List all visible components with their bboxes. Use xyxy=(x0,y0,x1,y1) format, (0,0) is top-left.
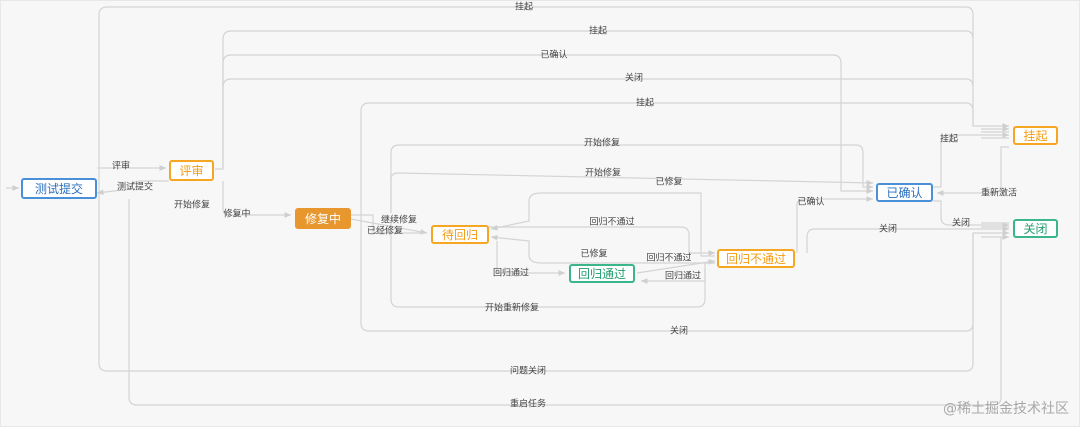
edge-label: 已经修复 xyxy=(366,226,404,237)
edge-label: 挂起 xyxy=(939,134,959,145)
edge-label: 回归通过 xyxy=(492,268,530,279)
node-regression-fail[interactable]: 回归不通过 xyxy=(717,249,795,268)
edge-label: 开始修复 xyxy=(173,200,211,211)
edge-label: 关闭 xyxy=(878,224,898,235)
edge-label: 已确认 xyxy=(797,197,825,208)
edge-label: 挂起 xyxy=(588,26,608,37)
edge-label: 修复中 xyxy=(223,209,251,220)
edge-label: 回归通过 xyxy=(664,271,702,282)
edge-label: 关闭 xyxy=(669,326,689,337)
edge-label: 重新激活 xyxy=(980,188,1018,199)
node-confirmed[interactable]: 已确认 xyxy=(876,183,933,202)
edge-label: 已修复 xyxy=(655,177,683,188)
node-review[interactable]: 评审 xyxy=(169,160,214,181)
edge-label: 测试提交 xyxy=(116,182,154,193)
edge-label: 挂起 xyxy=(635,98,655,109)
edge-label: 评审 xyxy=(111,161,131,172)
edge-label: 继续修复 xyxy=(380,215,418,226)
watermark: @稀土掘金技术社区 xyxy=(943,401,1069,417)
edge-label: 开始重新修复 xyxy=(484,303,540,314)
edge-label: 重启任务 xyxy=(509,399,547,410)
edge-label: 回归不通过 xyxy=(646,253,692,264)
node-suspended[interactable]: 挂起 xyxy=(1013,126,1058,145)
node-test-submit[interactable]: 测试提交 xyxy=(21,178,97,199)
edge-label: 开始修复 xyxy=(584,168,622,179)
edge-label: 关闭 xyxy=(951,218,971,229)
node-fixing[interactable]: 修复中 xyxy=(295,208,351,229)
edge-label: 问题关闭 xyxy=(509,366,547,377)
edge-label: 开始修复 xyxy=(583,138,621,149)
node-regression-pass[interactable]: 回归通过 xyxy=(569,264,635,283)
edge-label: 已确认 xyxy=(540,50,568,61)
edge-label: 已修复 xyxy=(580,249,608,260)
edge-label: 关闭 xyxy=(624,73,644,84)
edge-label: 回归不通过 xyxy=(589,217,635,228)
edge-label: 挂起 xyxy=(514,2,534,13)
node-pending-regression[interactable]: 待回归 xyxy=(431,225,489,244)
node-closed[interactable]: 关闭 xyxy=(1013,219,1058,238)
